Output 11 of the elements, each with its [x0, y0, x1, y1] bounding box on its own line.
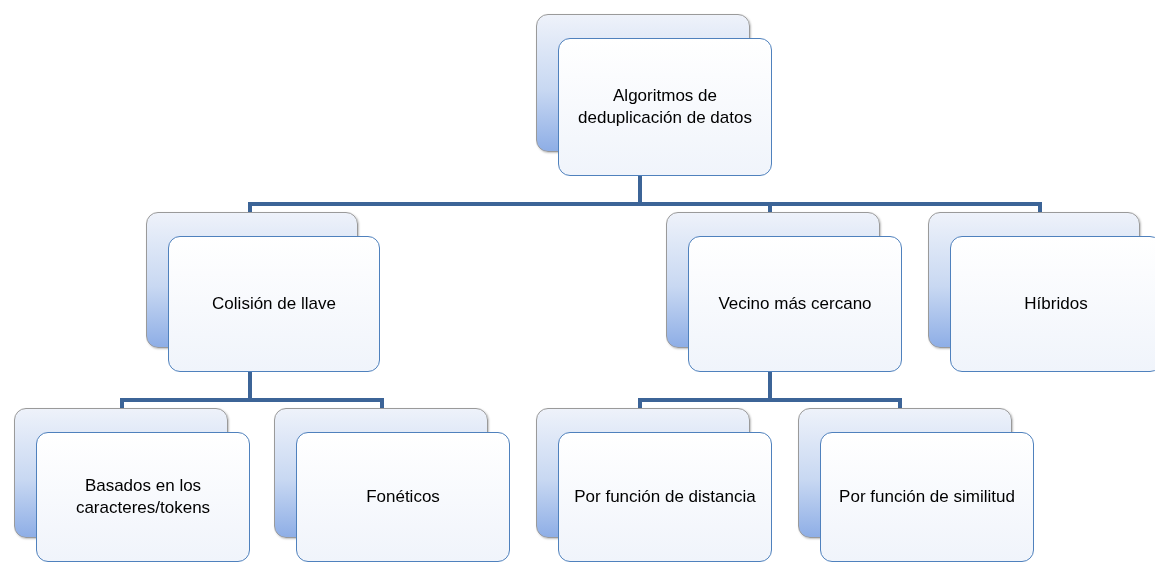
category-label: Algoritmos de deduplicación de datos	[577, 84, 753, 129]
category-label: Colisión de llave	[212, 292, 336, 315]
connector-line	[638, 176, 1042, 212]
category-label: Híbridos	[1024, 292, 1088, 315]
category-label: Por función de similitud	[839, 485, 1015, 508]
connector-line	[768, 372, 902, 408]
category-label: Por función de distancia	[574, 485, 756, 508]
category-label: Basados en los caracteres/tokens	[74, 474, 212, 519]
category-label: Fonéticos	[366, 485, 440, 508]
category-label: Vecino más cercano	[718, 292, 872, 315]
connector-line	[248, 372, 384, 408]
